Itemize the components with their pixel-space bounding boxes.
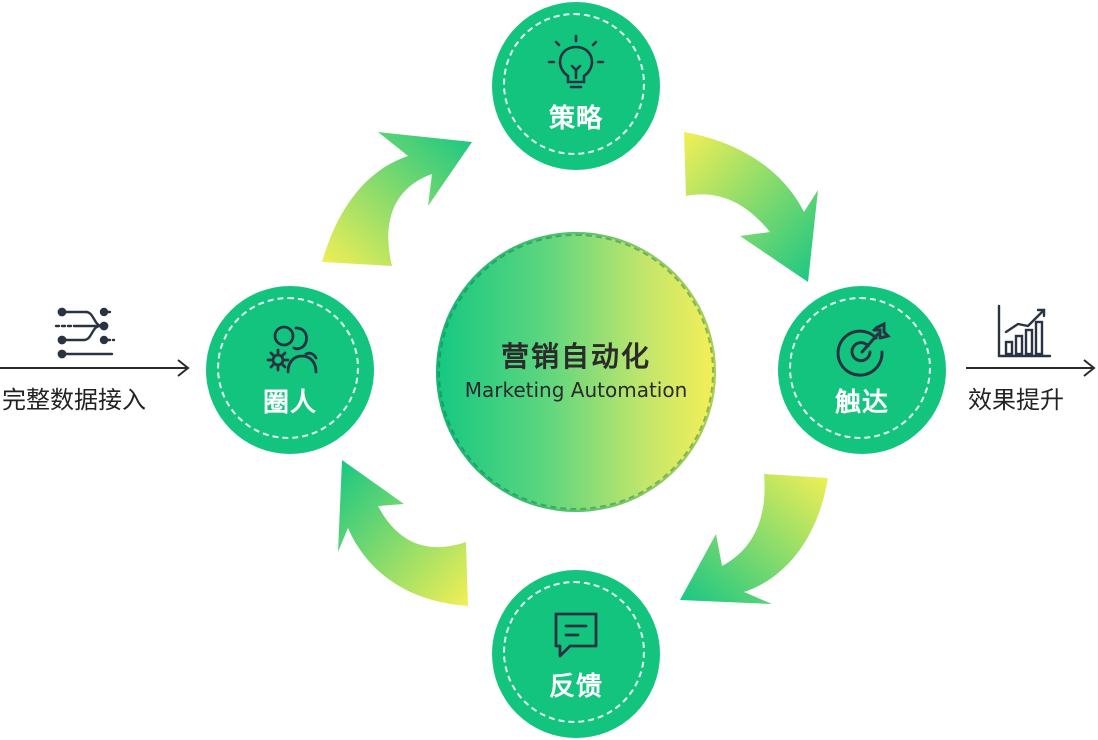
- node-reach-label: 触达: [834, 388, 889, 418]
- output-label: 效果提升: [968, 386, 1064, 414]
- lightbulb-icon: [547, 34, 605, 89]
- arrow-reach-to-feedback: [680, 474, 828, 604]
- center-subtitle: Marketing Automation: [464, 378, 688, 402]
- target-icon: [836, 321, 891, 377]
- center-title: 营销自动化: [500, 340, 651, 373]
- node-ring: [503, 13, 645, 155]
- input-label: 完整数据接入: [2, 386, 146, 414]
- center-hub: 营销自动化 Marketing Automation: [436, 232, 716, 512]
- arrow-feedback-to-audience: [338, 460, 468, 606]
- node-strategy: 策略: [492, 2, 660, 170]
- node-ring: [217, 297, 359, 439]
- data-flow-icon: [54, 307, 116, 359]
- output-arrow: [966, 359, 1096, 377]
- node-feedback-label: 反馈: [548, 672, 603, 702]
- node-reach: 触达: [778, 286, 946, 454]
- node-ring: [503, 581, 645, 723]
- bar-chart-rising-icon: [997, 304, 1052, 358]
- arrow-strategy-to-reach: [684, 132, 818, 282]
- node-audience: 圈人: [206, 286, 374, 454]
- center-ring: [438, 234, 714, 510]
- node-ring: [789, 297, 931, 439]
- arrow-audience-to-strategy: [322, 132, 472, 266]
- node-audience-label: 圈人: [262, 388, 317, 418]
- users-icon: [266, 325, 318, 374]
- node-feedback: 反馈: [492, 570, 660, 738]
- input-arrow: [0, 359, 190, 377]
- node-strategy-label: 策略: [548, 104, 603, 134]
- message-icon: [554, 612, 598, 658]
